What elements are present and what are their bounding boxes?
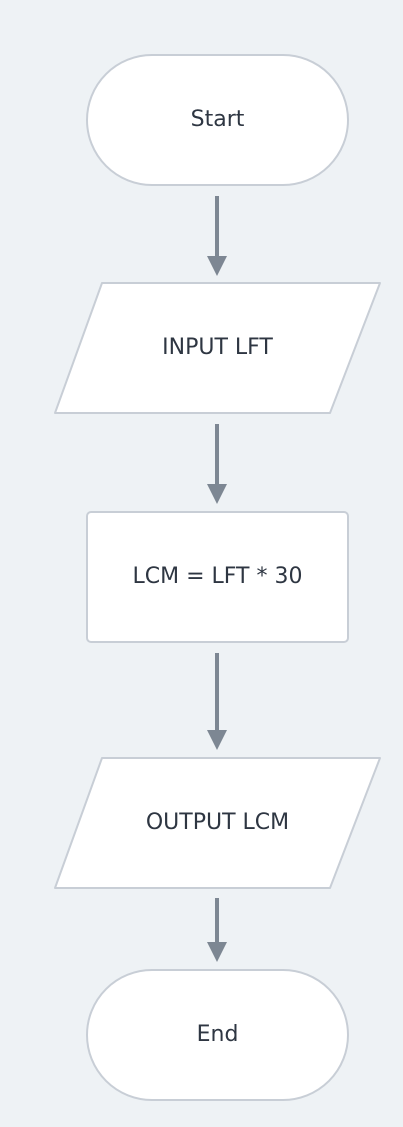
end-terminator-shape — [86, 969, 349, 1101]
input-label: INPUT LFT — [162, 335, 273, 360]
end-node: End — [86, 969, 349, 1101]
process-node: LCM = LFT * 30 — [86, 511, 349, 643]
start-label: Start — [191, 107, 245, 132]
output-parallelogram-shape — [54, 757, 381, 889]
output-label: OUTPUT LCM — [146, 810, 289, 835]
input-node: INPUT LFT — [54, 282, 381, 414]
start-terminator-shape — [86, 54, 349, 186]
start-node: Start — [86, 54, 349, 186]
end-label: End — [197, 1022, 239, 1047]
output-node: OUTPUT LCM — [54, 757, 381, 889]
input-parallelogram-shape — [54, 282, 381, 414]
process-label: LCM = LFT * 30 — [133, 564, 303, 589]
process-rectangle-shape — [86, 511, 349, 643]
